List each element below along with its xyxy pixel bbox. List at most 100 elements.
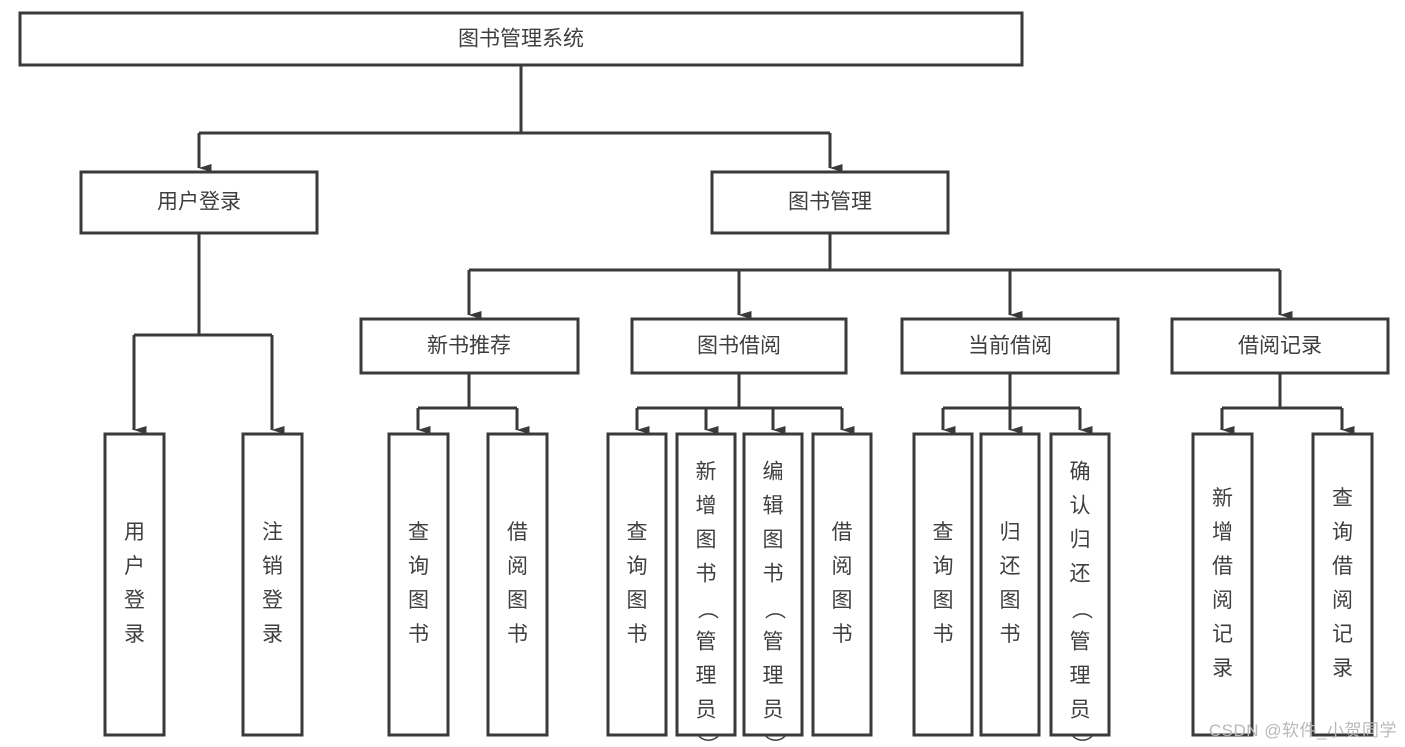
node-leaf-query-book-cur-box[interactable] bbox=[912, 432, 974, 737]
node-leaf-query-record[interactable] bbox=[1311, 432, 1374, 737]
node-book-borrow[interactable]: 图书借阅 bbox=[630, 317, 848, 375]
node-new-book-recommend[interactable]: 新书推荐 bbox=[359, 317, 580, 375]
svg-text:新: 新 bbox=[696, 461, 717, 484]
svg-text:记: 记 bbox=[1332, 623, 1353, 646]
node-leaf-user-login-box[interactable] bbox=[103, 432, 166, 737]
svg-text:还: 还 bbox=[1000, 555, 1021, 578]
node-leaf-add-record-box[interactable] bbox=[1191, 432, 1254, 737]
svg-text:录: 录 bbox=[262, 623, 283, 646]
svg-text:借: 借 bbox=[1332, 555, 1353, 578]
node-book-management-box[interactable] bbox=[710, 170, 950, 235]
svg-text:图: 图 bbox=[408, 589, 429, 612]
node-leaf-edit-book[interactable] bbox=[742, 432, 804, 737]
node-book-management-label: 图书管理 bbox=[788, 191, 872, 214]
node-leaf-return-book[interactable] bbox=[979, 432, 1041, 737]
svg-text:阅: 阅 bbox=[1332, 589, 1353, 612]
node-root[interactable]: 图书管理系统 bbox=[18, 11, 1024, 67]
node-current-borrow-box[interactable] bbox=[900, 317, 1120, 375]
svg-text:登: 登 bbox=[262, 589, 283, 612]
svg-text:登: 登 bbox=[124, 589, 145, 612]
svg-text:录: 录 bbox=[124, 623, 145, 646]
node-leaf-confirm-return-box[interactable] bbox=[1049, 432, 1111, 737]
node-root-box[interactable] bbox=[18, 11, 1024, 67]
node-new-book-recommend-box[interactable] bbox=[359, 317, 580, 375]
svg-text:归: 归 bbox=[1000, 521, 1021, 544]
svg-text:用: 用 bbox=[124, 521, 145, 544]
svg-text:图: 图 bbox=[832, 589, 853, 612]
node-leaf-borrow-book[interactable] bbox=[811, 432, 873, 737]
svg-text:借: 借 bbox=[507, 521, 528, 544]
node-user-login-box[interactable] bbox=[79, 170, 319, 235]
svg-text:员: 员 bbox=[696, 699, 717, 722]
node-leaf-query-book-cur[interactable] bbox=[912, 432, 974, 737]
svg-text:）: ） bbox=[762, 735, 785, 747]
svg-text:理: 理 bbox=[1070, 665, 1091, 688]
svg-text:理: 理 bbox=[763, 665, 784, 688]
svg-text:阅: 阅 bbox=[507, 555, 528, 578]
svg-text:认: 认 bbox=[1070, 495, 1091, 518]
svg-text:借: 借 bbox=[1212, 555, 1233, 578]
node-leaf-add-book[interactable] bbox=[675, 432, 737, 737]
node-leaf-user-login[interactable] bbox=[103, 432, 166, 737]
svg-text:询: 询 bbox=[627, 555, 648, 578]
node-leaf-query-book-borrow-box[interactable] bbox=[606, 432, 668, 737]
node-borrow-record[interactable]: 借阅记录 bbox=[1170, 317, 1390, 375]
svg-text:（: （ bbox=[1069, 599, 1092, 620]
node-leaf-add-book-box[interactable] bbox=[675, 432, 737, 737]
node-leaf-query-book-borrow[interactable] bbox=[606, 432, 668, 737]
svg-text:图: 图 bbox=[763, 529, 784, 552]
svg-text:注: 注 bbox=[262, 521, 283, 544]
svg-text:理: 理 bbox=[696, 665, 717, 688]
svg-text:员: 员 bbox=[1070, 699, 1091, 722]
svg-text:书: 书 bbox=[1000, 623, 1021, 646]
svg-text:户: 户 bbox=[124, 555, 145, 578]
svg-text:归: 归 bbox=[1070, 529, 1091, 552]
node-leaf-edit-book-box[interactable] bbox=[742, 432, 804, 737]
svg-text:询: 询 bbox=[408, 555, 429, 578]
svg-text:管: 管 bbox=[763, 631, 784, 654]
svg-text:查: 查 bbox=[627, 521, 648, 544]
node-leaf-user-login-label: 用户登录 bbox=[124, 521, 145, 646]
svg-text:记: 记 bbox=[1212, 623, 1233, 646]
node-borrow-record-label: 借阅记录 bbox=[1238, 335, 1322, 358]
svg-text:还: 还 bbox=[1070, 563, 1091, 586]
node-book-borrow-label: 图书借阅 bbox=[697, 335, 781, 358]
svg-text:增: 增 bbox=[696, 495, 717, 518]
svg-text:查: 查 bbox=[408, 521, 429, 544]
svg-text:阅: 阅 bbox=[1212, 589, 1233, 612]
svg-text:查: 查 bbox=[933, 521, 954, 544]
node-current-borrow-label: 当前借阅 bbox=[968, 335, 1052, 358]
svg-text:图: 图 bbox=[933, 589, 954, 612]
svg-text:管: 管 bbox=[696, 631, 717, 654]
node-leaf-confirm-return[interactable] bbox=[1049, 432, 1111, 737]
node-leaf-add-record[interactable] bbox=[1191, 432, 1254, 737]
svg-text:图: 图 bbox=[1000, 589, 1021, 612]
node-leaf-query-book-rec[interactable] bbox=[387, 432, 450, 737]
node-current-borrow[interactable]: 当前借阅 bbox=[900, 317, 1120, 375]
svg-text:阅: 阅 bbox=[832, 555, 853, 578]
node-book-borrow-box[interactable] bbox=[630, 317, 848, 375]
svg-text:（: （ bbox=[695, 599, 718, 620]
node-leaf-logout-box[interactable] bbox=[241, 432, 304, 737]
svg-text:新: 新 bbox=[1212, 487, 1233, 510]
node-new-book-recommend-label: 新书推荐 bbox=[427, 335, 511, 358]
node-leaf-logout[interactable] bbox=[241, 432, 304, 737]
node-leaf-borrow-book-rec[interactable] bbox=[486, 432, 549, 737]
node-leaf-return-book-box[interactable] bbox=[979, 432, 1041, 737]
node-leaf-borrow-book-rec-box[interactable] bbox=[486, 432, 549, 737]
svg-text:编: 编 bbox=[763, 461, 784, 484]
svg-text:录: 录 bbox=[1332, 657, 1353, 680]
node-leaf-query-book-rec-box[interactable] bbox=[387, 432, 450, 737]
svg-text:销: 销 bbox=[262, 555, 283, 578]
node-book-management[interactable]: 图书管理 bbox=[710, 170, 950, 235]
node-leaf-borrow-book-box[interactable] bbox=[811, 432, 873, 737]
node-borrow-record-box[interactable] bbox=[1170, 317, 1390, 375]
node-leaf-query-record-box[interactable] bbox=[1311, 432, 1374, 737]
node-user-login[interactable]: 用户登录 bbox=[79, 170, 319, 235]
